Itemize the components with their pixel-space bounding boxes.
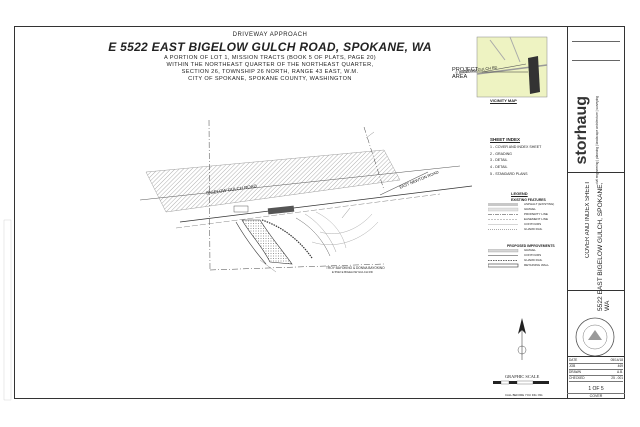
project-area-label: PROJECT AREA (452, 67, 479, 80)
legend-item: RETAINING WALL (524, 263, 550, 267)
company-logo: storhaug (573, 96, 590, 165)
legend-item: GUARD RAIL (524, 227, 543, 231)
legend-item: PROPERTY LINE (524, 212, 548, 216)
job-label: JOB (569, 364, 576, 368)
vicinity-map (460, 36, 548, 98)
sheet-title: COVER AND INDEX SHEET (585, 181, 591, 259)
proposed-guard-rail (261, 219, 313, 259)
north-arrow (518, 318, 526, 334)
legend-heading: LEGEND (511, 191, 528, 196)
sheet-index-item: 4 - DETAIL (490, 165, 508, 170)
drawn-label: DRAWN (569, 370, 581, 374)
legend-item: CONTOURS (524, 222, 542, 226)
checked-value: 25 - 001 (611, 376, 623, 380)
description-line-4: CITY OF SPOKANE, SPOKANE COUNTY, WASHING… (188, 76, 352, 82)
legend-item: ASPHALT (EXISTING) (524, 202, 555, 206)
sheet-index-item: 2 - GRADING (490, 151, 512, 156)
sheet-index-item: 5 - STANDARD PLANS (490, 171, 528, 176)
legend-item: EASEMENT LINE (524, 217, 548, 221)
sheet-index-heading: SHEET INDEX (490, 137, 521, 142)
legend-existing-heading: EXISTING FEATURES (511, 198, 546, 202)
description-line-2: WITHIN THE NORTHEAST QUARTER OF THE NORT… (166, 62, 374, 68)
graphic-scale-bar (493, 380, 549, 385)
header-kicker: DRIVEWAY APPROACH (232, 32, 308, 38)
owners-address: E 5522 E BIGELOW GULCH RD (332, 270, 373, 274)
title-block-data: DATE 05/14/18 JOB 469 DRAWN A.B. CHECKED 25 … (569, 358, 623, 382)
description-line-1: A PORTION OF LOT 1, MISSION TRACTS (BOOK… (164, 55, 376, 61)
legend-item: CONTOURS (524, 253, 542, 257)
sheet-index-list: 1 - COVER AND INDEX SHEET 2 - GRADING 3 … (490, 145, 550, 179)
date-label: DATE (569, 358, 578, 362)
legend-proposed-swatches (488, 249, 519, 268)
sheet-index-item: 3 - DETAIL (490, 158, 508, 163)
legend-item: GUARD RAIL (524, 258, 543, 262)
title-block-divider (567, 26, 568, 399)
checked-label: CHECKED (569, 376, 585, 380)
legend-proposed-heading: PROPOSED IMPROVEMENTS (507, 244, 555, 248)
road-edge-line (179, 185, 473, 223)
sheet-name: COVER (567, 393, 625, 398)
owners-label: TROY BAYOKINO & DONNA BAYOKINO (326, 266, 385, 270)
vicinity-caption: VICINITY MAP (490, 98, 517, 103)
legend-existing-swatches (488, 203, 519, 230)
driveway-approach (241, 219, 293, 265)
sheet-number: 1 OF 5 (588, 386, 604, 392)
description-line-3: SECTION 26, TOWNSHIP 26 NORTH, RANGE 43 … (181, 69, 359, 75)
legend-proposed-list: GRAVEL CONTOURS GUARD RAIL RETAINING WAL… (524, 248, 549, 268)
graphic-scale-title: GRAPHIC SCALE (505, 374, 540, 379)
title-block: storhaug civil engineering | planning | … (567, 26, 625, 399)
drawing-sheet (14, 26, 625, 399)
sheet-index-item: 1 - COVER AND INDEX SHEET (490, 145, 542, 149)
engineer-seal (575, 317, 615, 357)
sheet-subtitle: 5522 EAST BIGELOW GULCH, SPOKANE, WA (597, 182, 611, 311)
legend-item: GRAVEL (524, 248, 536, 252)
job-value: 469 (617, 364, 623, 368)
road-centerline (139, 165, 461, 201)
call-before-dig-note: CALL BEFORE YOU DIG: 811 (505, 393, 543, 397)
legend-item: GRAVEL (524, 207, 536, 211)
page-title: E 5522 EAST BIGELOW GULCH ROAD, SPOKANE,… (108, 40, 432, 54)
legend-existing-list: ASPHALT (EXISTING) GRAVEL PROPERTY LINE … (524, 202, 554, 232)
date-value: 05/14/18 (610, 358, 623, 362)
bigelow-gulch-road-band (145, 149, 401, 213)
drawn-value: A.B. (616, 370, 623, 374)
